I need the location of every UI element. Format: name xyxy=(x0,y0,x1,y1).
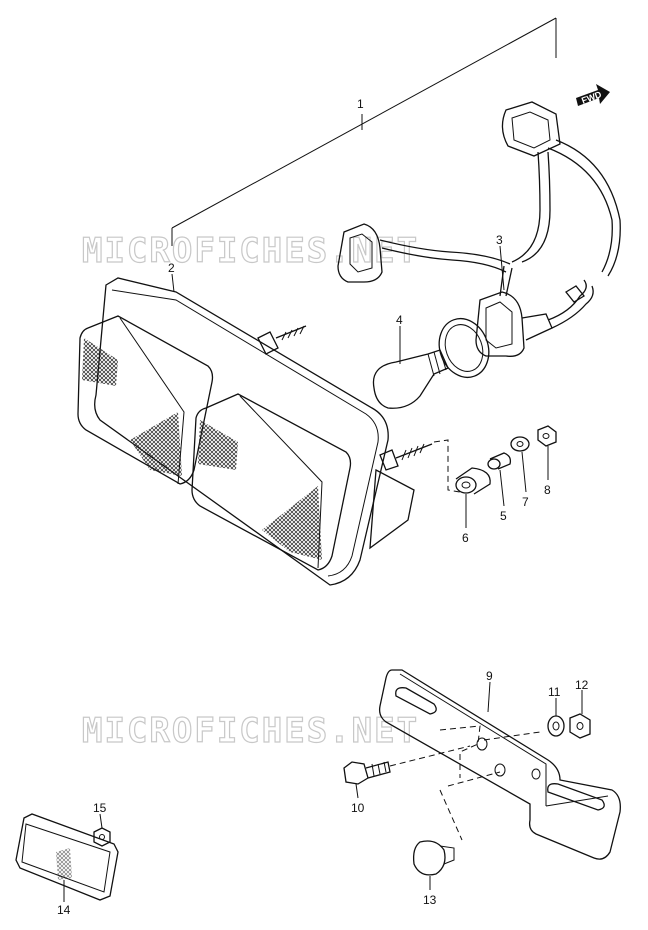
fwd-arrow-icon: FWD xyxy=(576,84,610,106)
callout-8: 8 xyxy=(544,483,551,497)
callout-3: 3 xyxy=(496,233,503,247)
callout-10: 10 xyxy=(351,801,365,815)
socket-harness-part-3 xyxy=(337,101,621,357)
assembly-bracket xyxy=(171,17,557,246)
callout-9: 9 xyxy=(486,669,493,683)
nut-part-8 xyxy=(537,425,557,447)
washer-part-7 xyxy=(510,436,530,452)
collar-part-5 xyxy=(487,452,512,470)
callout-7: 7 xyxy=(522,495,529,509)
plug-part-13 xyxy=(412,840,455,876)
watermark-top: MICROFICHES.NET xyxy=(82,231,419,271)
callout-14: 14 xyxy=(57,903,71,917)
watermark-bottom: MICROFICHES.NET xyxy=(82,711,419,751)
callout-6: 6 xyxy=(462,531,469,545)
callouts: 1 2 3 4 5 6 7 8 9 10 11 12 13 14 15 xyxy=(57,97,589,917)
washer-part-11 xyxy=(547,715,565,737)
tail-light-housing xyxy=(77,277,433,586)
callout-12: 12 xyxy=(575,678,589,692)
license-bracket-part-9 xyxy=(378,669,621,860)
nut-part-12 xyxy=(569,713,591,739)
callout-5: 5 xyxy=(500,509,507,523)
leader-lines xyxy=(63,245,583,902)
bulb-part-4 xyxy=(372,317,490,409)
reflector-part-14 xyxy=(15,813,119,901)
callout-2: 2 xyxy=(168,261,175,275)
bolt-part-10 xyxy=(343,745,471,785)
grommet-part-6 xyxy=(433,439,491,495)
callout-15: 15 xyxy=(93,801,107,815)
callout-1: 1 xyxy=(357,97,364,111)
callout-13: 13 xyxy=(423,893,437,907)
callout-4: 4 xyxy=(396,313,403,327)
callout-11: 11 xyxy=(548,685,561,699)
fwd-label: FWD xyxy=(580,89,603,106)
